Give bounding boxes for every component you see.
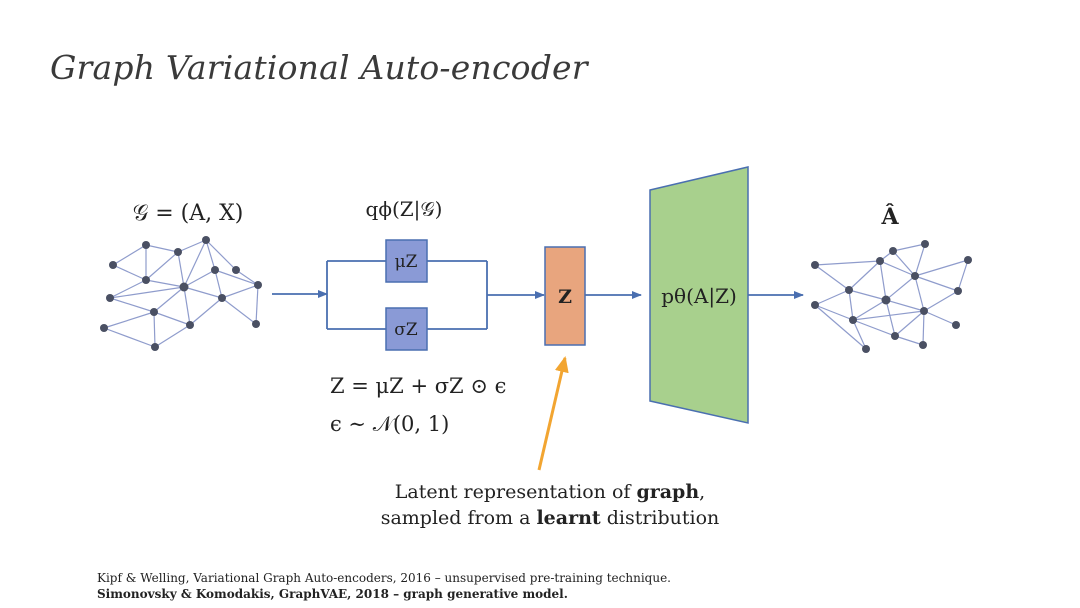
graph-node <box>954 287 962 295</box>
graph-node <box>252 320 260 328</box>
graph-node <box>849 316 857 324</box>
graph-node <box>889 247 897 255</box>
graph-node <box>920 307 928 315</box>
graph-node <box>911 272 919 280</box>
graph-node <box>964 256 972 264</box>
output-graph-label: Â <box>880 203 899 230</box>
graph-node <box>254 281 262 289</box>
caption-line1-bold: graph <box>636 481 700 503</box>
graph-node <box>218 294 226 302</box>
graph-node <box>811 261 819 269</box>
reference-2: Simonovsky & Komodakis, GraphVAE, 2018 –… <box>97 587 568 601</box>
graph-node <box>211 266 219 274</box>
input-graph <box>103 239 259 348</box>
input-graph-nodes <box>100 236 262 351</box>
input-graph-label: 𝒢 = (A, X) <box>133 201 244 226</box>
encoder-label: qϕ(Z|𝒢) <box>366 197 443 222</box>
noise-equation: ϵ ∼ 𝒩(0, 1) <box>330 412 449 436</box>
caption-line2-pre: sampled from a <box>380 507 537 529</box>
output-graph <box>814 243 969 350</box>
graph-node <box>862 345 870 353</box>
reference-1: Kipf & Welling, Variational Graph Auto-e… <box>97 571 671 585</box>
output-graph-nodes <box>811 240 972 353</box>
decoder-shape <box>649 166 749 424</box>
graph-node <box>174 248 182 256</box>
graph-node <box>811 301 819 309</box>
graph-node <box>952 321 960 329</box>
graph-node <box>202 236 210 244</box>
graph-node <box>186 321 194 329</box>
graph-node <box>142 241 150 249</box>
graph-node <box>179 282 189 292</box>
caption-line2: sampled from a learnt distribution <box>340 507 760 529</box>
mu-label: μZ <box>395 252 418 272</box>
sigma-label: σZ <box>394 320 418 340</box>
graph-node <box>151 343 159 351</box>
references: Kipf & Welling, Variational Graph Auto-e… <box>97 570 671 602</box>
graph-node <box>881 295 891 305</box>
mu-box <box>385 239 428 283</box>
graph-node <box>845 286 853 294</box>
latent-label: Z <box>558 286 572 308</box>
page-title: Graph Variational Auto-encoder <box>50 48 588 87</box>
caption-line1-post: , <box>699 481 706 503</box>
graph-node <box>876 257 884 265</box>
highlight-arrow <box>537 356 569 471</box>
graph-node <box>150 308 158 316</box>
graph-node <box>100 324 108 332</box>
caption-line1-pre: Latent representation of <box>394 481 637 503</box>
reparameterization-equation: Z = μZ + σZ ⊙ ϵ <box>330 374 506 398</box>
caption-line2-post: distribution <box>600 507 720 529</box>
graph-node <box>142 276 150 284</box>
graph-node <box>891 332 899 340</box>
sigma-box <box>385 307 428 351</box>
caption-line2-bold: learnt <box>536 507 601 529</box>
graph-node <box>106 294 114 302</box>
caption: Latent representation of graph, <box>340 481 760 503</box>
latent-box <box>544 246 586 346</box>
graph-node <box>109 261 117 269</box>
graph-node <box>921 240 929 248</box>
decoder-label: pθ(A|Z) <box>661 284 737 309</box>
graph-node <box>919 341 927 349</box>
graph-node <box>232 266 240 274</box>
